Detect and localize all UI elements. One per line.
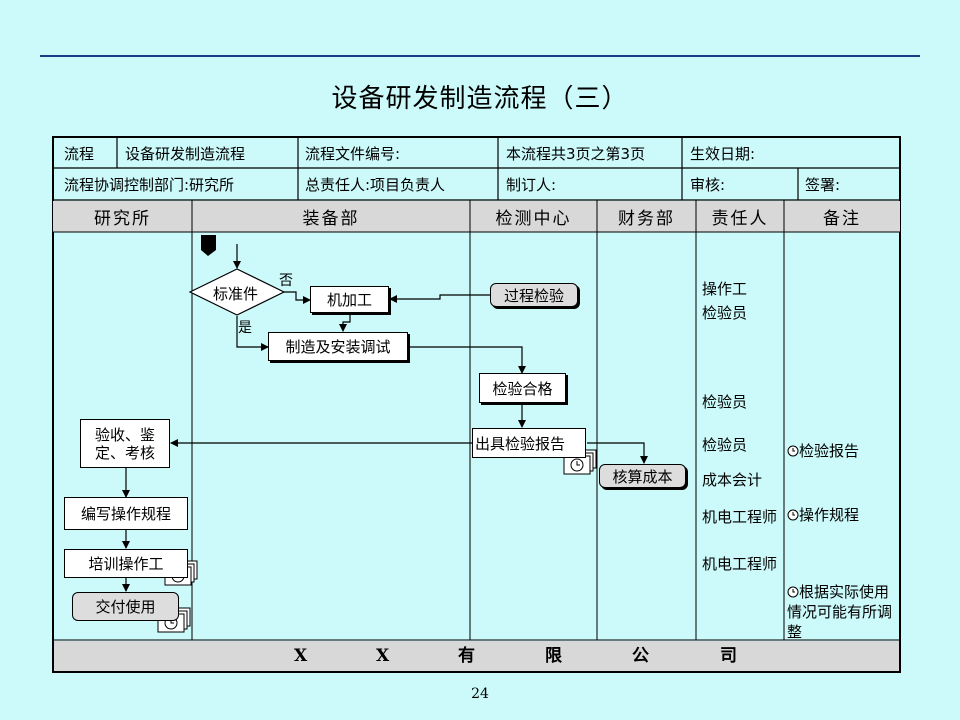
role-mech-engineer-2: 机电工程师 bbox=[702, 555, 778, 573]
role-inspector-1: 检验员 bbox=[702, 304, 748, 322]
footer-char-2: X bbox=[376, 646, 390, 666]
header-review: 审核: bbox=[690, 176, 726, 194]
header-owner: 总责任人:项目负责人 bbox=[305, 176, 446, 194]
role-cost-accountant: 成本会计 bbox=[702, 471, 763, 489]
role-mech-engineer-1: 机电工程师 bbox=[702, 508, 778, 526]
note-inspection-report: 检验报告 bbox=[787, 441, 859, 461]
note-adjustment-text: 根据实际使用情况可能有所调整 bbox=[787, 583, 893, 641]
footer-char-3: 有 bbox=[458, 646, 475, 666]
branch-no-label: 否 bbox=[279, 273, 293, 289]
role-inspector-3: 检验员 bbox=[702, 436, 748, 454]
footer-char-1: X bbox=[294, 646, 308, 666]
note-operating-procedures: 操作规程 bbox=[787, 505, 859, 525]
role-inspector-2: 检验员 bbox=[702, 393, 748, 411]
node-process-inspection: 过程检验 bbox=[490, 283, 578, 307]
page-title: 设备研发制造流程（三） bbox=[331, 84, 629, 114]
lane-header-responsible: 责任人 bbox=[711, 209, 769, 229]
lane-header-testing: 检测中心 bbox=[495, 209, 572, 229]
node-cost-accounting: 核算成本 bbox=[599, 464, 686, 488]
flowchart-frame bbox=[52, 136, 901, 673]
footer-char-5: 公 bbox=[632, 646, 649, 666]
note-inspection-report-text: 检验报告 bbox=[799, 442, 860, 460]
node-write-procedures: 编写操作规程 bbox=[64, 497, 188, 530]
node-machining: 机加工 bbox=[310, 286, 389, 313]
start-marker bbox=[201, 235, 216, 256]
header-coord-dept: 流程协调控制部门:研究所 bbox=[64, 176, 235, 194]
company-footer: X X 有 限 公 司 bbox=[54, 641, 899, 671]
branch-yes-label: 是 bbox=[238, 320, 252, 336]
lane-header-research: 研究所 bbox=[94, 209, 151, 229]
header-flow-name: 设备研发制造流程 bbox=[125, 145, 246, 163]
node-train-operators: 培训操作工 bbox=[64, 549, 188, 578]
lane-header-equipment: 装备部 bbox=[302, 209, 360, 229]
footer-char-4: 限 bbox=[545, 646, 562, 666]
decision-label: 标准件 bbox=[213, 285, 259, 303]
header-flow-label: 流程 bbox=[64, 145, 95, 163]
header-author: 制订人: bbox=[506, 176, 557, 194]
node-inspection-passed: 检验合格 bbox=[479, 373, 566, 403]
top-rule bbox=[40, 55, 920, 57]
node-manufacture-install: 制造及安装调试 bbox=[268, 332, 408, 361]
page-number: 24 bbox=[471, 686, 489, 702]
lane-header-remarks: 备注 bbox=[823, 209, 861, 229]
note-adjustment: 根据实际使用情况可能有所调整 bbox=[787, 582, 899, 642]
header-signature: 签署: bbox=[805, 176, 841, 194]
header-doc-number: 流程文件编号: bbox=[305, 145, 401, 163]
clock-icon bbox=[787, 445, 799, 457]
decision-diamond bbox=[188, 268, 286, 316]
header-page-count: 本流程共3页之第3页 bbox=[506, 145, 646, 163]
header-effective-date: 生效日期: bbox=[690, 145, 756, 163]
footer-char-6: 司 bbox=[720, 646, 737, 666]
role-operator: 操作工 bbox=[702, 280, 748, 298]
node-delivery: 交付使用 bbox=[72, 592, 179, 621]
clock-icon bbox=[787, 586, 799, 598]
note-operating-procedures-text: 操作规程 bbox=[799, 506, 860, 524]
node-issue-report: 出具检验报告 bbox=[472, 428, 586, 458]
node-acceptance: 验收、鉴 定、考核 bbox=[80, 419, 170, 468]
clock-icon bbox=[787, 509, 799, 521]
lane-header-finance: 财务部 bbox=[618, 209, 675, 229]
